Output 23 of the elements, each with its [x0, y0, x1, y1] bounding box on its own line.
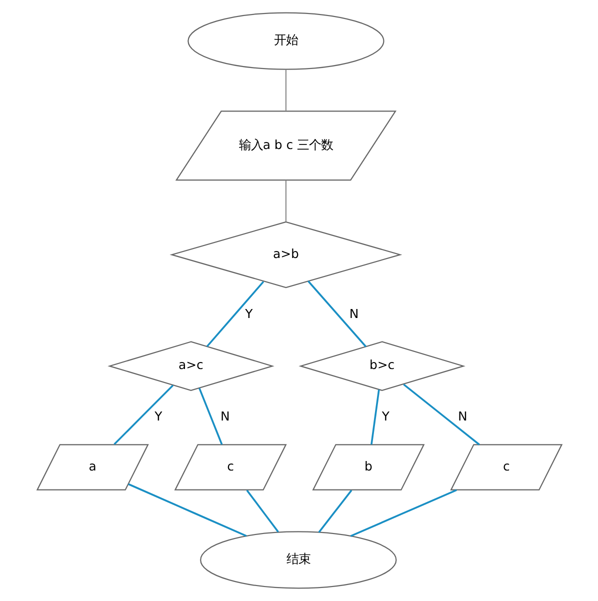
- edge-label: Y: [244, 306, 252, 321]
- edge-label: N: [348, 306, 358, 321]
- node-ellipse: 开始: [187, 12, 384, 70]
- node-diamond: a>b: [169, 221, 402, 288]
- connector: [246, 490, 278, 533]
- connector: [128, 483, 246, 537]
- node-ellipse: 结束: [200, 531, 396, 589]
- node-diamond: b>c: [298, 341, 465, 391]
- connector: [284, 180, 286, 222]
- edge-label: N: [220, 408, 230, 424]
- connector: [402, 384, 480, 446]
- connector: [284, 70, 286, 111]
- connector: [198, 388, 222, 445]
- connector: [206, 281, 264, 348]
- connector: [350, 489, 456, 537]
- connector: [318, 490, 352, 533]
- edge-label: Y: [154, 408, 162, 424]
- edge-label: Y: [381, 408, 390, 424]
- connector: [113, 384, 174, 445]
- connector: [307, 280, 366, 348]
- edge-label: N: [457, 408, 467, 424]
- node-diamond: a>c: [107, 341, 274, 391]
- connector: [370, 390, 380, 445]
